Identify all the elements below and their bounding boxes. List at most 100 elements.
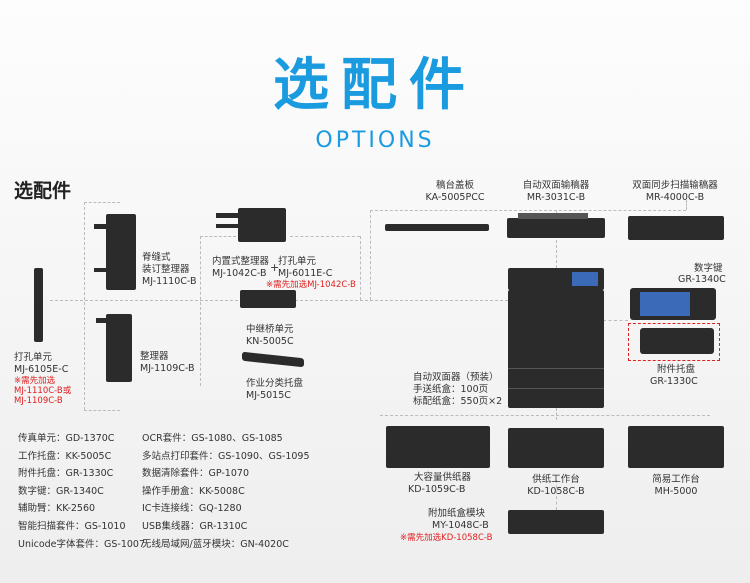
connector-line (686, 200, 687, 210)
accessory-tray-image (640, 328, 714, 354)
dsdf-model: MR-4000C-B (645, 192, 705, 203)
drawer-divider (508, 388, 604, 389)
simple-stand-model: MH-5000 (654, 486, 698, 497)
bridge-unit-name: 中继桥单元 (246, 324, 294, 335)
list-item: 智能扫描套件：GS-1010 (18, 520, 126, 532)
inner-finisher-image (238, 208, 286, 242)
lcf-model: KD-1059C-B (408, 484, 466, 495)
main-unit-duplex: 自动双面器（预装） (413, 372, 499, 383)
keypad-name: 数字键 (694, 263, 723, 274)
inner-finisher-model: MJ-1042C-B (212, 268, 267, 279)
hole-punch-6011-name: 打孔单元 (278, 256, 317, 267)
job-separator-model: MJ-5015C (246, 390, 291, 401)
platen-cover-image (385, 224, 489, 231)
saddle-finisher-image (106, 214, 136, 290)
page-title: 选配件 (273, 53, 477, 118)
radf-image-tray (518, 213, 588, 219)
main-unit-standard-tray: 标配纸盒：550页×2 (413, 396, 503, 407)
job-separator-name: 作业分类托盘 (246, 378, 304, 389)
accessory-tray-highlight (628, 323, 720, 361)
lcf-name: 大容量供纸器 (414, 472, 472, 483)
list-item: Unicode字体套件：GS-1007 (18, 538, 146, 550)
lcf-image (386, 426, 490, 468)
finisher-tray (96, 318, 106, 323)
connector-line (556, 480, 557, 510)
dsdf-name: 双面同步扫描输稿器 (632, 180, 718, 191)
list-item: IC卡连接线：GQ-1280 (142, 503, 242, 515)
connector-line (603, 320, 628, 321)
simple-stand-name: 简易工作台 (652, 474, 700, 485)
connector-line (370, 210, 371, 300)
options-list-col2: OCR套件：GS-1080、GS-1085 多站点打印套件：GS-1090、GS… (142, 430, 310, 553)
list-item: OCR套件：GS-1080、GS-1085 (142, 433, 283, 444)
extra-drawer-image (508, 510, 604, 534)
list-item: 传真单元：GD-1370C (18, 433, 115, 444)
saddle-finisher-tray (94, 224, 106, 229)
extra-drawer-model: MY-1048C-B (432, 520, 489, 531)
hole-punch-6105-note: MJ-1109C-B (14, 396, 63, 406)
list-item: 无线局域网/蓝牙模块：GN-4020C (142, 538, 289, 550)
extra-drawer-name: 附加纸盒模块 (428, 508, 486, 519)
hole-punch-6105-note: ※需先加选 (14, 376, 56, 386)
list-item: 数字键：GR-1340C (18, 485, 104, 497)
saddle-finisher-name: 装订整理器 (142, 264, 190, 275)
list-item: 附件托盘：GR-1330C (18, 468, 114, 480)
platen-cover-name: 稿台盖板 (435, 180, 474, 191)
paper-stand-model: KD-1058C-B (527, 486, 585, 497)
keypad-model: GR-1340C (678, 274, 726, 285)
drawer-divider (508, 368, 604, 369)
connector-line (556, 408, 557, 420)
inner-finisher-tray (216, 224, 238, 228)
saddle-finisher-model: MJ-1110C-B (142, 276, 197, 287)
panel-screen (640, 292, 690, 316)
connector-line (84, 202, 85, 410)
dsdf-image (628, 216, 724, 240)
connector-line (84, 202, 120, 203)
bridge-unit-model: KN-5005C (246, 336, 294, 347)
list-item: 多站点打印套件：GS-1090、GS-1095 (142, 450, 310, 462)
saddle-finisher-name: 脊缝式 (142, 252, 171, 263)
list-item: USB集线器：GR-1310C (142, 520, 248, 532)
options-list-col1: 传真单元：GD-1370C 工作托盘：KK-5005C 附件托盘：GR-1330… (18, 430, 145, 553)
accessory-tray-name: 附件托盘 (657, 364, 696, 375)
section-title: 选配件 (14, 180, 72, 202)
connector-line (380, 415, 710, 416)
hole-punch-6105-note: MJ-1110C-B或 (14, 386, 72, 396)
plus-sign: + (270, 261, 280, 274)
connector-line (200, 236, 201, 386)
saddle-finisher-tray (94, 268, 106, 272)
radf-image (507, 218, 605, 238)
hole-punch-6011-model: MJ-6011E-C (278, 268, 333, 279)
connector-line (200, 236, 236, 237)
finisher-model: MJ-1109C-B (140, 363, 195, 374)
page-subtitle: OPTIONS (315, 128, 435, 153)
radf-name: 自动双面输稿器 (522, 180, 590, 191)
list-item: 数据清除套件：GP-1070 (142, 468, 249, 480)
radf-model: MR-3031C-B (526, 192, 586, 203)
finisher-name: 整理器 (140, 351, 169, 362)
connector-line (84, 410, 120, 411)
hole-punch-6011-note: ※需先加选MJ-1042C-B (266, 280, 356, 290)
list-item: 辅助臂：KK-2560 (18, 503, 96, 515)
simple-stand-image (628, 426, 724, 468)
connector-line (290, 236, 360, 237)
finisher-image (106, 314, 132, 382)
job-separator-image (242, 351, 304, 368)
extra-drawer-note: ※需先加选KD-1058C-B (400, 533, 493, 543)
list-item: 工作托盘：KK-5005C (18, 450, 112, 462)
paper-stand-name: 供纸工作台 (532, 474, 580, 485)
connector-line (370, 210, 686, 211)
bridge-unit-image (240, 290, 296, 308)
inner-finisher-tray (216, 213, 238, 218)
hole-punch-6105-image (34, 268, 43, 342)
inner-finisher-name: 内置式整理器 (212, 256, 270, 267)
printer-body-image (508, 290, 604, 408)
hole-punch-6105-name: 打孔单元 (14, 352, 53, 363)
main-unit-bypass: 手送纸盒：100页 (413, 384, 489, 395)
accessory-tray-model: GR-1330C (650, 376, 698, 387)
platen-cover-model: KA-5005PCC (425, 192, 485, 203)
hole-punch-6105-model: MJ-6105E-C (14, 364, 69, 375)
printer-screen (572, 272, 598, 286)
connector-line (360, 236, 361, 300)
connector-line (556, 210, 557, 268)
